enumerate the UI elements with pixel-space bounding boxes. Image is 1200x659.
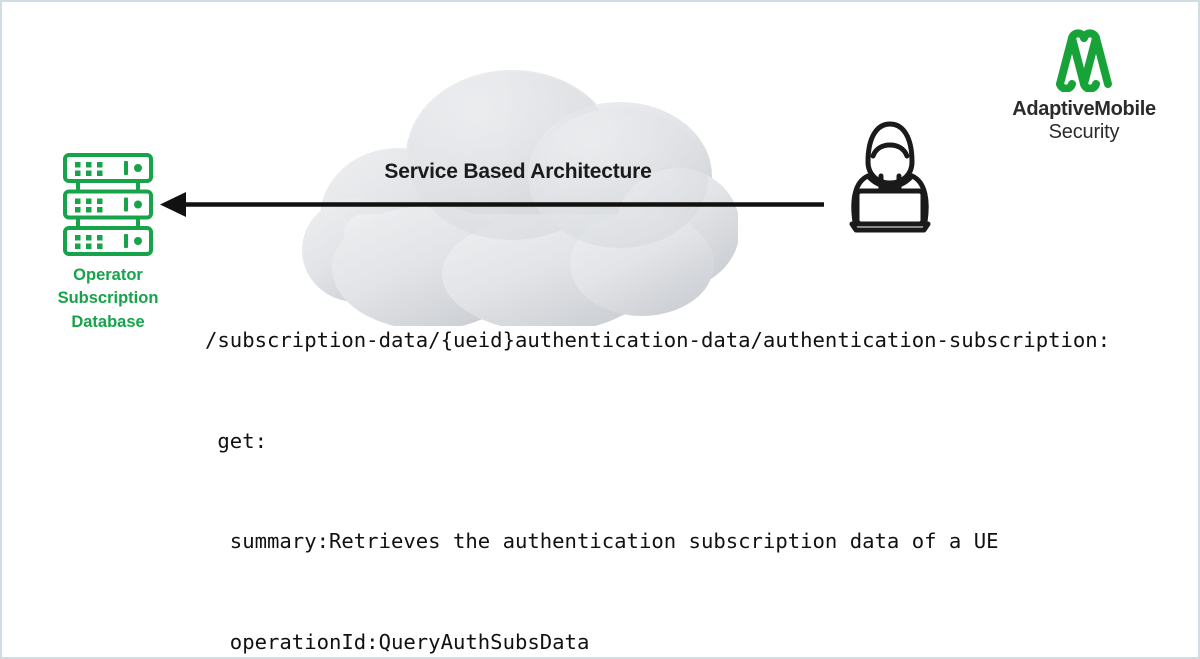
adaptivemobile-logo: AdaptiveMobile Security [1000, 26, 1168, 144]
logo-company-name: AdaptiveMobile [1012, 98, 1156, 120]
logo-company-subtitle: Security [1048, 121, 1120, 143]
database-label: Operator Subscription Database [22, 264, 194, 334]
server-database-icon [62, 152, 154, 257]
database-label-line-1: Operator [73, 266, 143, 284]
code-line-path: /subscription-data/{ueid}authentication-… [205, 328, 1111, 352]
cloud-title: Service Based Architecture [384, 160, 652, 183]
code-line-get: get: [205, 428, 267, 453]
database-label-line-2: Subscription [57, 289, 159, 308]
code-line-operation-id: operationId:QueryAuthSubsData [205, 629, 590, 654]
attack-flow-arrow [152, 188, 832, 222]
api-spec-code-block: /subscription-data/{ueid}authentication-… [205, 257, 1185, 657]
code-line-summary: summary:Retrieves the authentication sub… [205, 529, 999, 553]
hooded-hacker-with-laptop-icon [828, 110, 952, 234]
database-label-line-3: Database [71, 312, 145, 331]
adaptivemobile-logo-mark [1056, 29, 1112, 92]
